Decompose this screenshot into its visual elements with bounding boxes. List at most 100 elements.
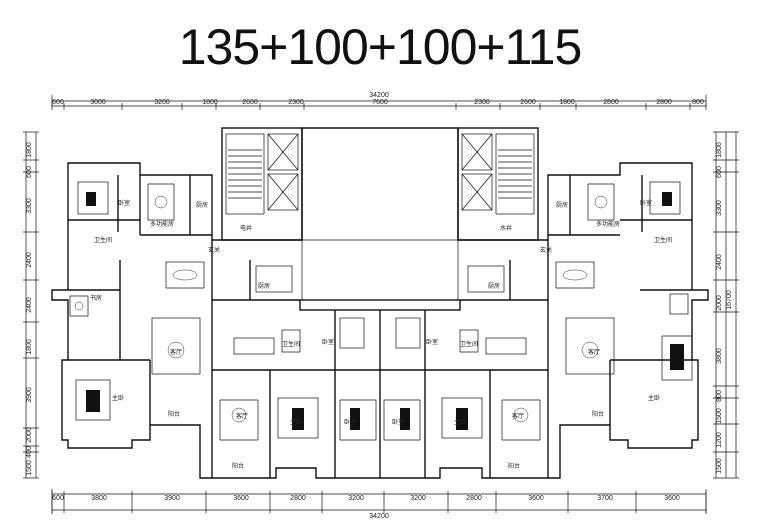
sofa-center-left <box>233 337 275 355</box>
bath-left <box>69 295 89 317</box>
dim-bottom-1: 3800 <box>91 495 107 502</box>
dining-table-right <box>555 261 595 289</box>
label-living-right: 客厅 <box>588 348 600 356</box>
dim-top-8: 2600 <box>520 99 536 106</box>
label-multi-left: 多功能房 <box>150 220 174 228</box>
dim-top-7: 2300 <box>474 99 490 106</box>
dim-bottom-5: 3200 <box>348 495 364 502</box>
label-kitchen-c2: 厨房 <box>488 282 500 290</box>
dim-bottom-3: 3600 <box>233 495 249 502</box>
dim-bottom-8: 3600 <box>528 495 544 502</box>
dim-left-6: 3900 <box>26 387 33 403</box>
living-right <box>565 317 615 375</box>
core-left: 电井 <box>221 127 303 241</box>
dim-left-8: 400 <box>26 446 33 458</box>
bed-left-1 <box>77 181 109 215</box>
label-water-shaft: 水井 <box>500 224 512 232</box>
bath2-center-left <box>339 317 365 349</box>
dim-bottom-4: 2800 <box>290 495 306 502</box>
label-bed-c4: 卧室 <box>392 418 404 426</box>
dim-bottom-0: 600 <box>52 495 64 502</box>
living-center-left <box>219 399 259 441</box>
left-dimension-chain: 1800 600 3300 2400 2400 1800 3900 2000 4… <box>23 131 39 479</box>
label-balcony-c1: 阳台 <box>232 462 244 470</box>
master-bed-right <box>661 335 693 381</box>
label-bed-c1: 卧室 <box>322 338 334 346</box>
living-left <box>151 317 201 375</box>
label-study-left: 书房 <box>90 294 102 302</box>
lift-left-b <box>267 173 299 211</box>
dim-left-9: 1500 <box>26 460 33 476</box>
dim-top-2: 3200 <box>154 99 170 106</box>
label-living-c1: 客厅 <box>236 412 248 420</box>
label-kitchen-left: 厨房 <box>196 201 208 209</box>
bottom-dimension-chain: 600 3800 3900 3600 2800 3200 3200 2800 3… <box>51 489 707 520</box>
dim-top-10: 2800 <box>603 99 619 106</box>
unit-right: 卧室 多功能房 厨房 卫生间 客厅 主卧 阳台 玄关 <box>540 175 693 425</box>
label-master-right: 主卧 <box>648 394 660 402</box>
bath-center-right <box>459 329 479 353</box>
dim-left-7: 2000 <box>26 427 33 443</box>
label-master-c2: 主卧 <box>454 418 466 426</box>
dim-left-0: 1800 <box>26 142 33 158</box>
dim-bottom-6: 3200 <box>410 495 426 502</box>
label-bath-c1: 卫生间 <box>282 340 300 348</box>
right-dimension-chain: 1800 600 3300 2400 2000 3800 800 1500 12… <box>713 131 739 479</box>
dining-table-left <box>165 261 205 289</box>
dim-top-1: 3000 <box>90 99 106 106</box>
dim-top-0: 600 <box>52 99 64 106</box>
unit-center-right: 厨房 客厅 卧室 卧室 主卧 阳台 卫生间 <box>380 240 549 478</box>
dining-table-right-top <box>587 183 615 221</box>
dim-bottom-10: 3600 <box>664 495 680 502</box>
label-master-c1: 主卧 <box>290 418 302 426</box>
master-center-left <box>277 397 319 439</box>
corridor-wall <box>299 299 461 311</box>
bed-center-left <box>339 399 377 441</box>
dim-right-3: 2400 <box>716 254 723 270</box>
dim-top-9: 1800 <box>559 99 575 106</box>
label-lobby-right: 玄关 <box>540 246 552 254</box>
dim-right-7: 1500 <box>716 408 723 424</box>
label-bed-left: 卧室 <box>118 199 130 207</box>
top-dimension-chain: 34200 600 3000 3200 1800 2600 2300 7600 … <box>51 92 707 110</box>
bed-center-right <box>383 399 421 441</box>
dim-top-12: 800 <box>692 99 704 106</box>
core-right: 水井 <box>457 127 539 241</box>
label-living-c2: 客厅 <box>512 412 524 420</box>
label-multi-right: 多功能房 <box>596 220 620 228</box>
plan-title: 135+100+100+115 <box>178 19 583 75</box>
label-master-left: 主卧 <box>112 394 124 402</box>
dim-right-total: 16700 <box>726 290 733 310</box>
label-elec-shaft: 电井 <box>240 224 252 232</box>
label-bed-right: 卧室 <box>640 199 652 207</box>
dim-total-bottom: 34200 <box>369 513 389 520</box>
dim-right-8: 1200 <box>716 432 723 448</box>
label-balcony-left: 阳台 <box>168 410 180 418</box>
dim-right-2: 3300 <box>716 200 723 216</box>
dim-top-4: 2600 <box>242 99 258 106</box>
dim-bottom-7: 2800 <box>466 495 482 502</box>
unit-center-left: 厨房 客厅 卧室 卧室 主卧 阳台 卫生间 <box>212 260 381 478</box>
lift-right-b <box>461 173 493 211</box>
sofa-center-right <box>485 337 527 355</box>
dim-left-4: 2400 <box>26 297 33 313</box>
dim-left-2: 3300 <box>26 198 33 214</box>
dim-right-6: 800 <box>716 390 723 402</box>
bath2-center-right <box>395 317 421 349</box>
bath-center-left <box>281 329 301 353</box>
stair-left <box>225 133 265 215</box>
stair-right <box>495 133 535 215</box>
dim-bottom-2: 3900 <box>164 495 180 502</box>
bed-right-1 <box>649 181 681 215</box>
label-bath-left: 卫生间 <box>94 236 112 244</box>
living-center-right <box>501 399 541 441</box>
label-kitchen-right: 厨房 <box>556 201 568 209</box>
dim-right-9: 1500 <box>716 458 723 474</box>
label-lobby-left: 玄关 <box>208 246 220 254</box>
dim-top-11: 2800 <box>656 99 672 106</box>
label-balcony-c2: 阳台 <box>508 462 520 470</box>
dining-table-left-top <box>147 183 175 221</box>
dim-top-5: 2300 <box>288 99 304 106</box>
lift-left-a <box>267 133 299 171</box>
dim-right-5: 3800 <box>716 348 723 364</box>
